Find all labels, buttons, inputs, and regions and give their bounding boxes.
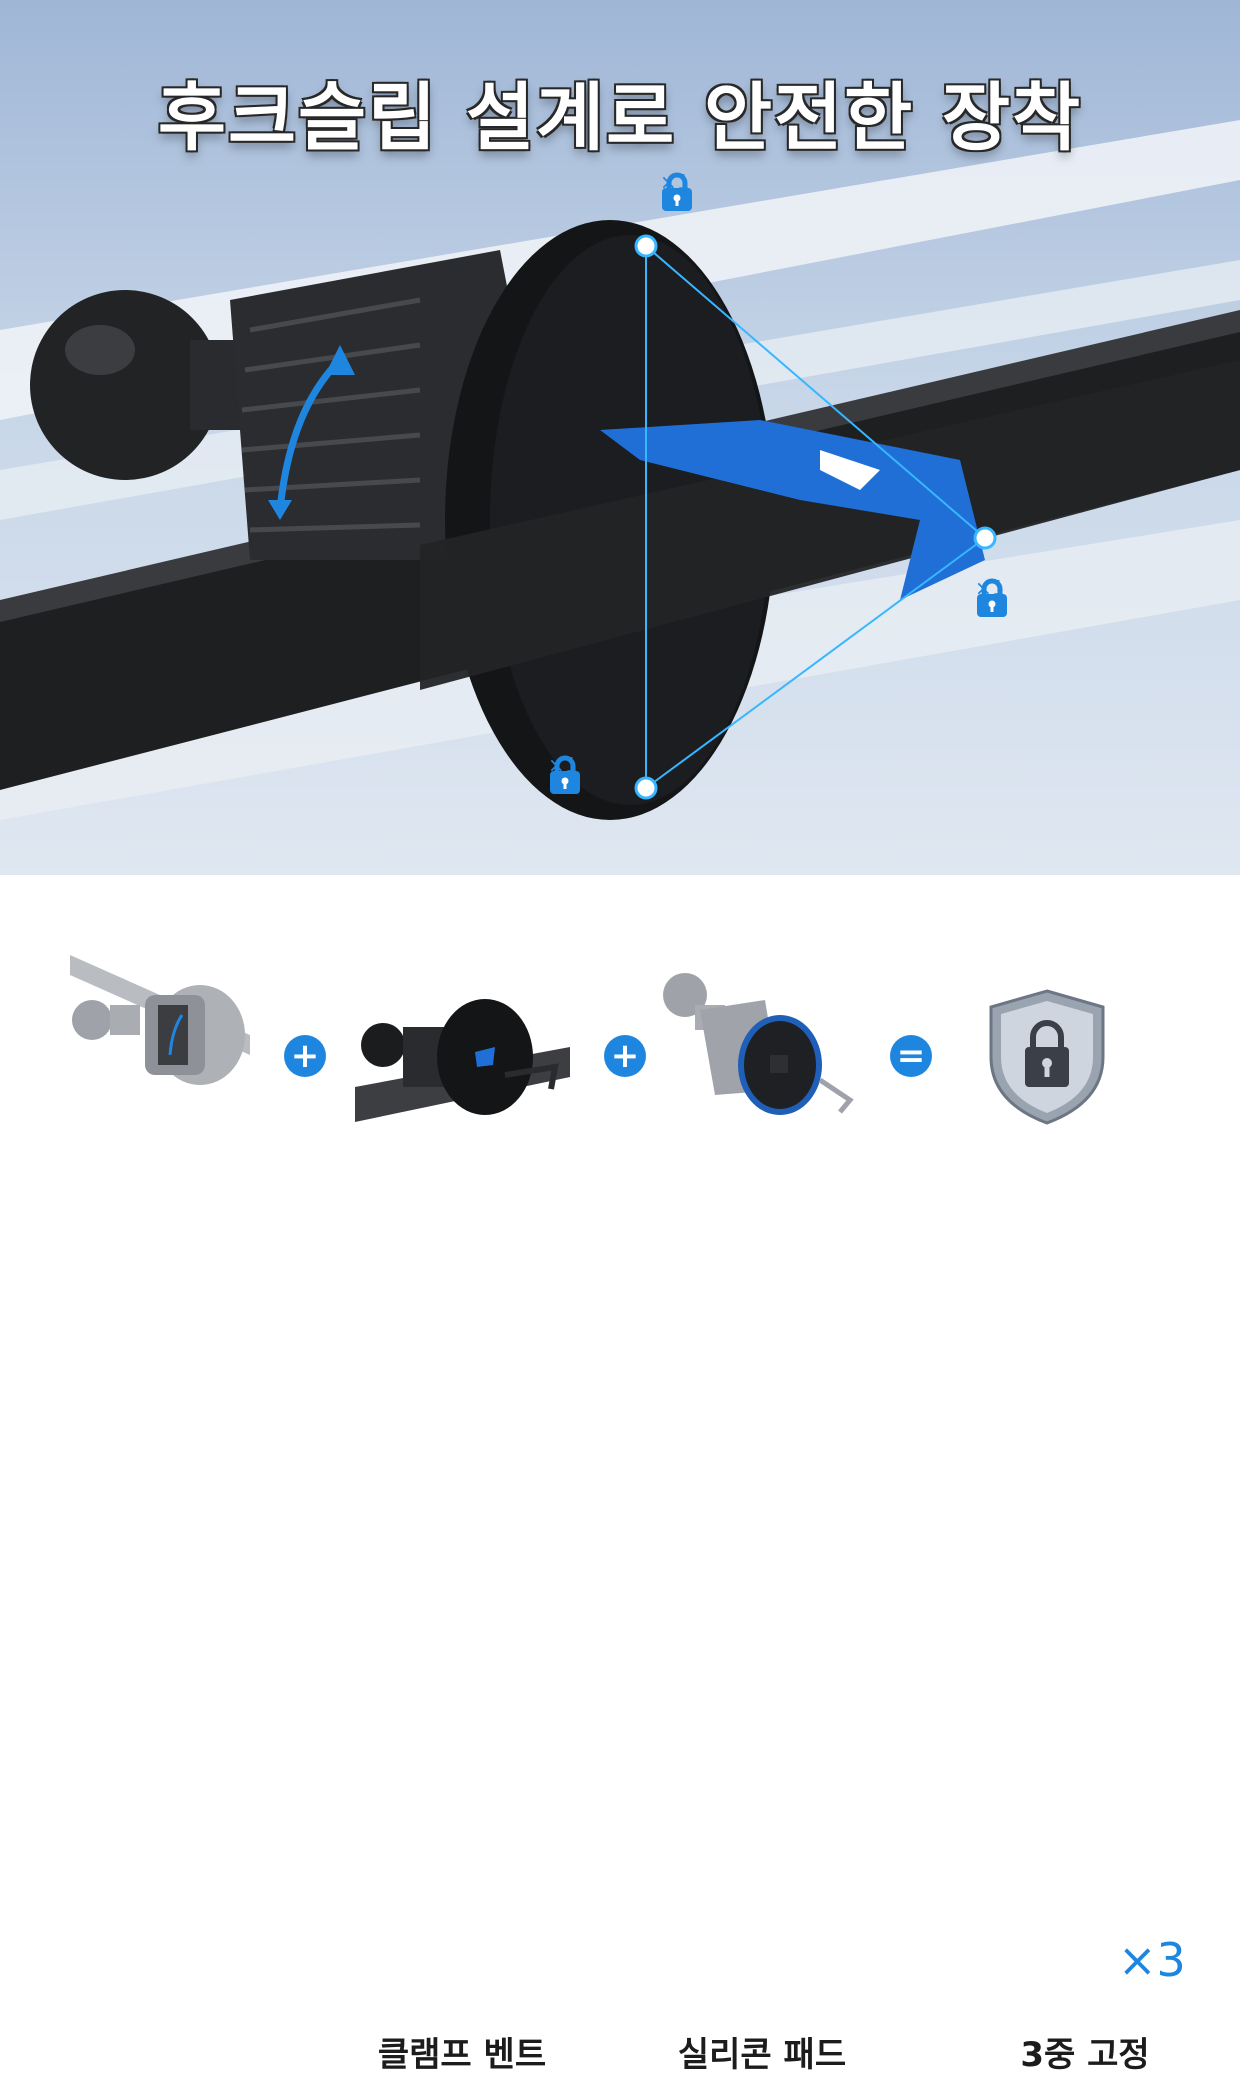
caption-clamp-vent: 클램프 벤트 xyxy=(377,2035,547,2075)
silicone-pad-image xyxy=(663,973,854,1115)
lock-badge-top: ×1 xyxy=(660,172,692,211)
feature-equation: + 클램프 벤트 + 실리콘 패드 = ×3 3중 고정 xyxy=(0,875,1240,2075)
hero-section: 후크슬립 설계로 안전한 장착 ×1 ×1 ×1 xyxy=(0,0,1240,875)
multiplier-label: ×3 xyxy=(1118,1933,1186,1987)
headline: 후크슬립 설계로 안전한 장착 xyxy=(157,75,1083,161)
vent-mount-illustration xyxy=(0,120,1240,820)
plus-icon: + xyxy=(284,1035,326,1077)
hook-arrow-icon xyxy=(820,450,880,490)
lock-lines xyxy=(645,245,986,789)
caption-silicone-pad: 실리콘 패드 xyxy=(677,2035,847,2075)
lock-icon xyxy=(550,755,580,794)
mount-grey-image xyxy=(70,955,250,1085)
lock-point-top xyxy=(634,234,658,258)
clamp-vent-image xyxy=(355,999,570,1122)
caption-triple-lock: 3중 고정 xyxy=(1020,2035,1150,2075)
shield-lock-icon xyxy=(989,989,1105,1125)
plus-icon: + xyxy=(604,1035,646,1077)
lock-point-hook xyxy=(973,526,997,550)
hook-clip xyxy=(600,420,985,600)
lock-badge-bottom: ×1 xyxy=(548,755,580,794)
lock-badge-hook: ×1 xyxy=(975,578,1007,617)
lock-icon xyxy=(977,578,1007,617)
lock-point-bottom xyxy=(634,776,658,800)
equals-icon: = xyxy=(890,1035,932,1077)
lock-icon xyxy=(662,172,692,211)
